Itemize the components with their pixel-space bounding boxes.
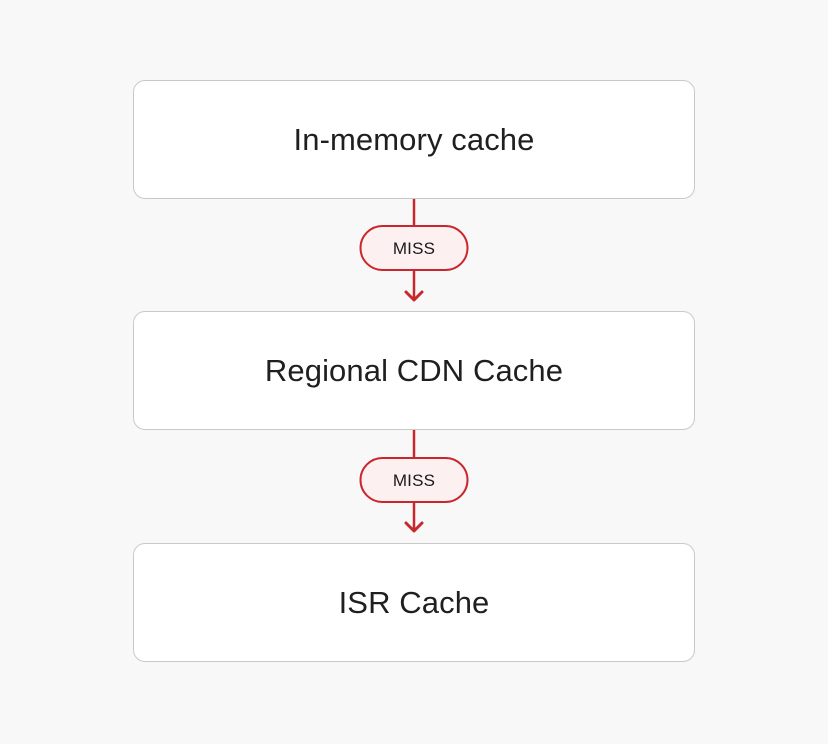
cache-node-label: Regional CDN Cache <box>264 353 564 388</box>
cache-node-label: In-memory cache <box>293 122 535 157</box>
cache-node-regional-cdn-cache[interactable]: Regional CDN Cache <box>133 311 695 430</box>
cache-node-label: ISR Cache <box>338 585 490 620</box>
cache-node-isr-cache[interactable]: ISR Cache <box>133 543 695 662</box>
cache-node-in-memory-cache[interactable]: In-memory cache <box>133 80 695 199</box>
arrowhead-down-icon <box>404 290 424 302</box>
edge-label-badge-miss[interactable]: MISS <box>359 225 469 271</box>
arrowhead-down-icon <box>404 521 424 533</box>
edge-label-text: MISS <box>392 238 436 258</box>
edge-in-memory-to-regional-cdn: MISS <box>0 199 828 311</box>
edge-label-text: MISS <box>392 470 436 490</box>
edge-label-badge-miss[interactable]: MISS <box>359 457 469 503</box>
edge-regional-cdn-to-isr: MISS <box>0 430 828 543</box>
